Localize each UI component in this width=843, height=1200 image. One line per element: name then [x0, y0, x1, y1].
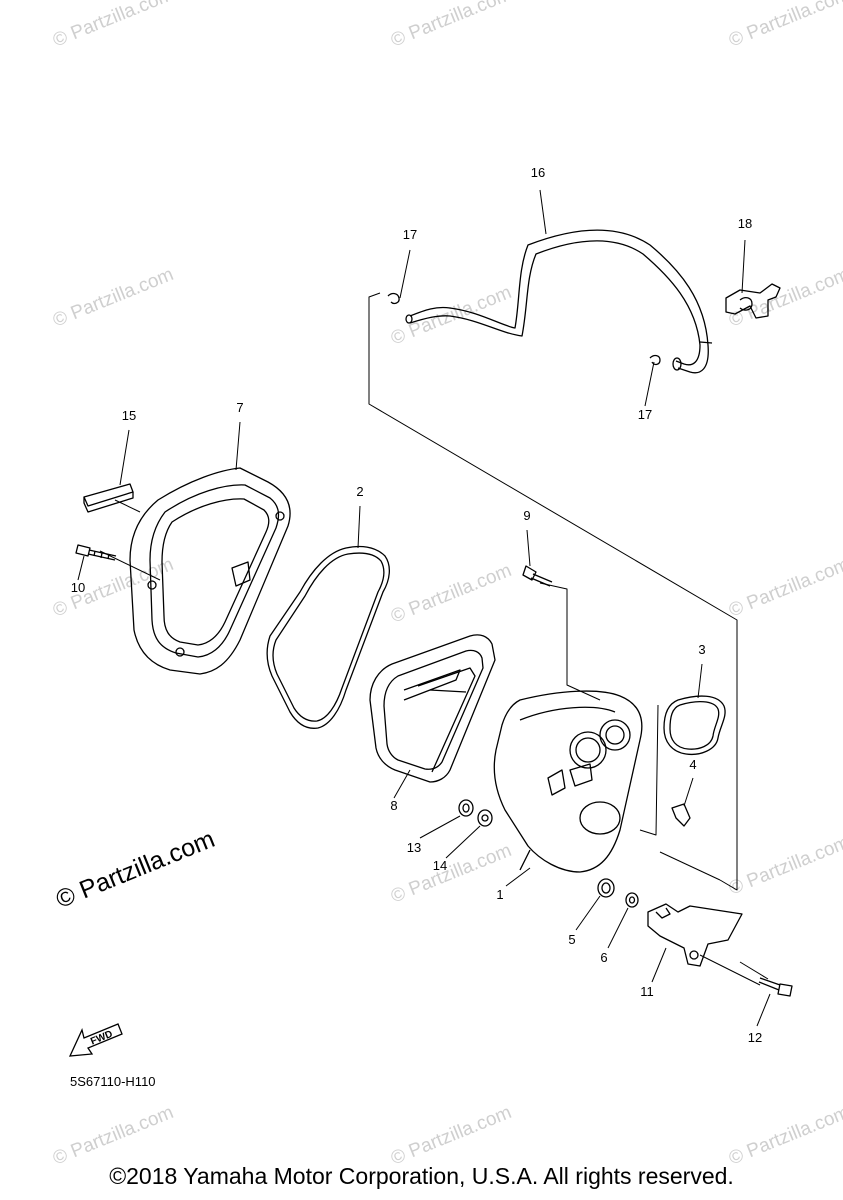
part-callout-number: 11: [640, 984, 654, 999]
assembly-lines: [99, 292, 769, 986]
part-callout-number: 1: [496, 887, 504, 902]
part-callout-number: 17: [637, 407, 653, 422]
part-callout-number: 7: [236, 400, 244, 415]
diagram-code: 5S67110-H110: [70, 1074, 156, 1089]
fwd-arrow-icon: FWD: [68, 1020, 124, 1065]
element-part-8: [369, 634, 496, 783]
leader-lines: [77, 189, 771, 1027]
part-callout-number: 13: [406, 840, 422, 855]
clip-part-17b: [649, 354, 661, 366]
hose-part-16: [405, 229, 713, 374]
washer-part-14: [477, 809, 493, 827]
nut-part-13: [458, 799, 474, 817]
part-callout-number: 2: [356, 484, 364, 499]
clamp-part-18: [725, 283, 781, 319]
clip-part-17a: [387, 292, 400, 305]
part-callout-number: 18: [737, 216, 753, 231]
case-part-1: [493, 690, 643, 873]
part-callout-number: 12: [747, 1030, 763, 1045]
part-callout-number: 3: [698, 642, 706, 657]
part-callout-number: 4: [689, 757, 697, 772]
seal-part-3: [663, 695, 726, 756]
grommet-part-5: [597, 878, 615, 898]
part-callout-number: 14: [432, 858, 448, 873]
bracket-part-11: [647, 903, 743, 967]
part-callout-number: 5: [568, 932, 576, 947]
part-callout-number: 9: [523, 508, 531, 523]
part-callout-number: 6: [600, 950, 608, 965]
copyright-notice: ©2018 Yamaha Motor Corporation, U.S.A. A…: [109, 1163, 734, 1189]
gasket-part-2: [266, 545, 390, 729]
bolt-part-12: [758, 977, 793, 997]
part-callout-number: 10: [70, 580, 86, 595]
part-callout-number: 17: [402, 227, 418, 242]
part-callout-number: 16: [530, 165, 546, 180]
part-callout-number: 8: [390, 798, 398, 813]
collar-part-6: [625, 892, 639, 908]
screw-part-9: [522, 565, 553, 587]
fwd-label: FWD: [89, 1029, 114, 1048]
part-callout-number: 15: [121, 408, 137, 423]
pad-part-15: [83, 483, 134, 513]
cover-part-7: [129, 467, 291, 675]
screw-part-10: [75, 544, 117, 561]
clip-part-4: [671, 803, 691, 827]
